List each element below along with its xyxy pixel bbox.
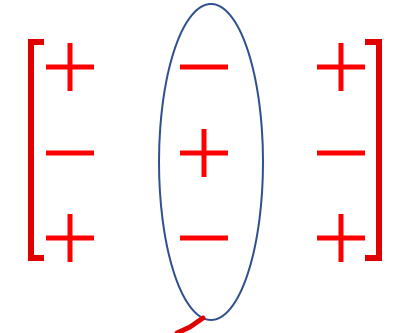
right-bracket xyxy=(365,39,382,261)
left-bracket xyxy=(28,39,44,261)
pointer-mark xyxy=(174,315,206,333)
matrix-cell-r1-c1 xyxy=(46,43,94,91)
matrix-cells xyxy=(46,43,365,262)
matrix-cell-r2-c2 xyxy=(180,129,228,177)
matrix-cell-r3-c1 xyxy=(46,214,94,262)
matrix-cell-r1-c3 xyxy=(317,43,365,91)
matrix-cell-r3-c3 xyxy=(317,214,365,262)
column-highlight-ellipse xyxy=(158,3,264,321)
